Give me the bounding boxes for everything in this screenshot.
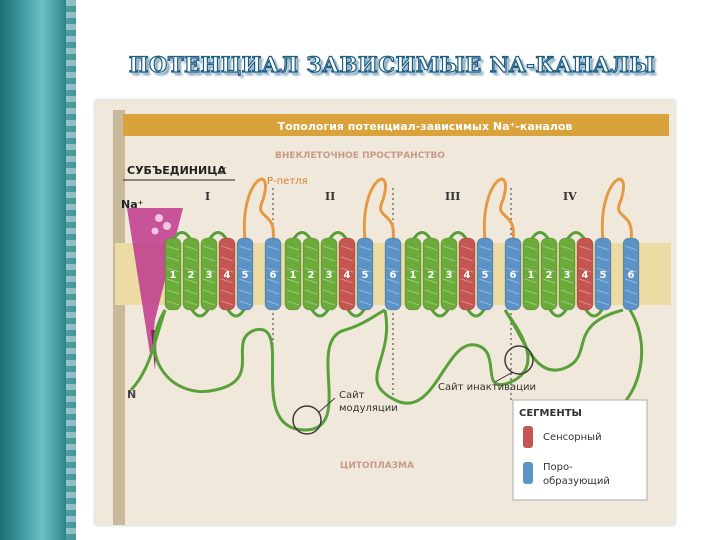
segment-number: 6 xyxy=(628,270,635,281)
segment-number: 6 xyxy=(510,270,517,281)
legend-title: СЕГМЕНТЫ xyxy=(519,408,582,419)
segment-number: 1 xyxy=(170,270,177,281)
segment-number: 5 xyxy=(482,270,489,281)
segment-number: 2 xyxy=(428,270,435,281)
extracellular-label: ВНЕКЛЕТОЧНОЕ ПРОСТРАНСТВО xyxy=(275,151,445,161)
segment-number: 1 xyxy=(290,270,297,281)
modulation-site-label-line2: модуляции xyxy=(339,403,398,414)
lace-border xyxy=(66,0,76,540)
inactivation-site-label: Сайт инактивации xyxy=(438,382,536,393)
slide-title: ПОТЕНЦИАЛ ЗАВИСИМЫЕ NA-КАНАЛЫ xyxy=(92,52,692,77)
diagram-photo: Топология потенциал-зависимых Na⁺-канало… xyxy=(95,100,675,525)
legend-pore-label-line2: образующий xyxy=(543,476,610,487)
legend-pore-label-line1: Поро- xyxy=(543,462,573,473)
p-loop-label: Р-петля xyxy=(267,176,308,187)
segment-number: 2 xyxy=(308,270,315,281)
legend-swatch-pore xyxy=(523,462,533,484)
domain-label: I xyxy=(205,190,210,203)
na-ion-dot xyxy=(163,222,171,230)
segments-legend: СЕГМЕНТЫ Сенсорный Поро- образующий xyxy=(513,400,647,500)
sodium-channel-topology-diagram: Топология потенциал-зависимых Na⁺-канало… xyxy=(95,100,675,525)
alpha-symbol: α xyxy=(218,163,227,178)
segment-number: 4 xyxy=(344,270,351,281)
segment-number: 6 xyxy=(390,270,397,281)
segment-number: 1 xyxy=(528,270,535,281)
domain-label: IV xyxy=(563,190,577,203)
na-ion-dot xyxy=(155,214,163,222)
segment-number: 3 xyxy=(446,270,453,281)
segment-number: 4 xyxy=(464,270,471,281)
na-ion-label: Na⁺ xyxy=(121,198,144,211)
segment-number: 6 xyxy=(270,270,277,281)
segment-number: 1 xyxy=(410,270,417,281)
segment-number: 2 xyxy=(188,270,195,281)
legend-sensor-label: Сенсорный xyxy=(543,432,602,443)
segment-number: 3 xyxy=(326,270,333,281)
legend-swatch-sensor xyxy=(523,426,533,448)
segment-number: 4 xyxy=(224,270,231,281)
segment-number: 4 xyxy=(582,270,589,281)
na-ion-dot xyxy=(152,228,159,235)
segment-number: 5 xyxy=(362,270,369,281)
segment-number: 5 xyxy=(242,270,249,281)
domain-label: III xyxy=(445,190,460,203)
decorative-side-band xyxy=(0,0,76,540)
segment-number: 5 xyxy=(600,270,607,281)
cytoplasm-label: ЦИТОПЛАЗМА xyxy=(340,461,414,471)
segment-number: 3 xyxy=(206,270,213,281)
segment-number: 2 xyxy=(546,270,553,281)
figure-header: Топология потенциал-зависимых Na⁺-канало… xyxy=(278,120,573,133)
segment-number: 3 xyxy=(564,270,571,281)
subunit-label: СУБЪЕДИНИЦА xyxy=(127,164,226,177)
modulation-site-label-line1: Сайт xyxy=(339,390,365,401)
domain-label: II xyxy=(325,190,335,203)
